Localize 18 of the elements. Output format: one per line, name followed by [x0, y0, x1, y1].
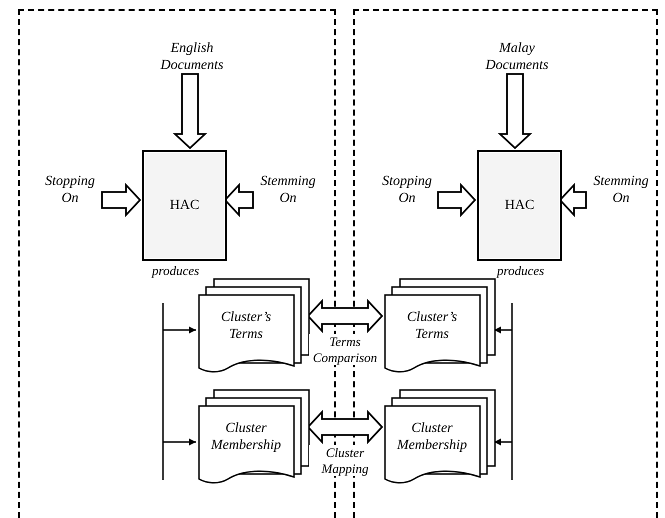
block-arrow — [172, 73, 208, 150]
process-box: HAC — [477, 150, 562, 261]
input-label: Stopping On — [374, 174, 440, 208]
input-label: Stemming On — [255, 174, 321, 208]
arrow — [493, 438, 513, 481]
input-label: Stopping On — [36, 174, 104, 208]
block-arrow — [101, 182, 142, 218]
annotation-text: produces — [152, 263, 200, 279]
input-label: English Documents — [142, 40, 242, 76]
arrow — [493, 302, 513, 443]
arrow — [162, 438, 197, 481]
block-arrow — [437, 182, 476, 218]
block-arrow — [498, 73, 532, 150]
process-box: HAC — [142, 150, 227, 261]
arrow — [162, 302, 197, 443]
input-label: Stemming On — [588, 174, 654, 208]
annotation-text: produces — [497, 263, 544, 279]
input-label: Malay Documents — [467, 40, 567, 76]
